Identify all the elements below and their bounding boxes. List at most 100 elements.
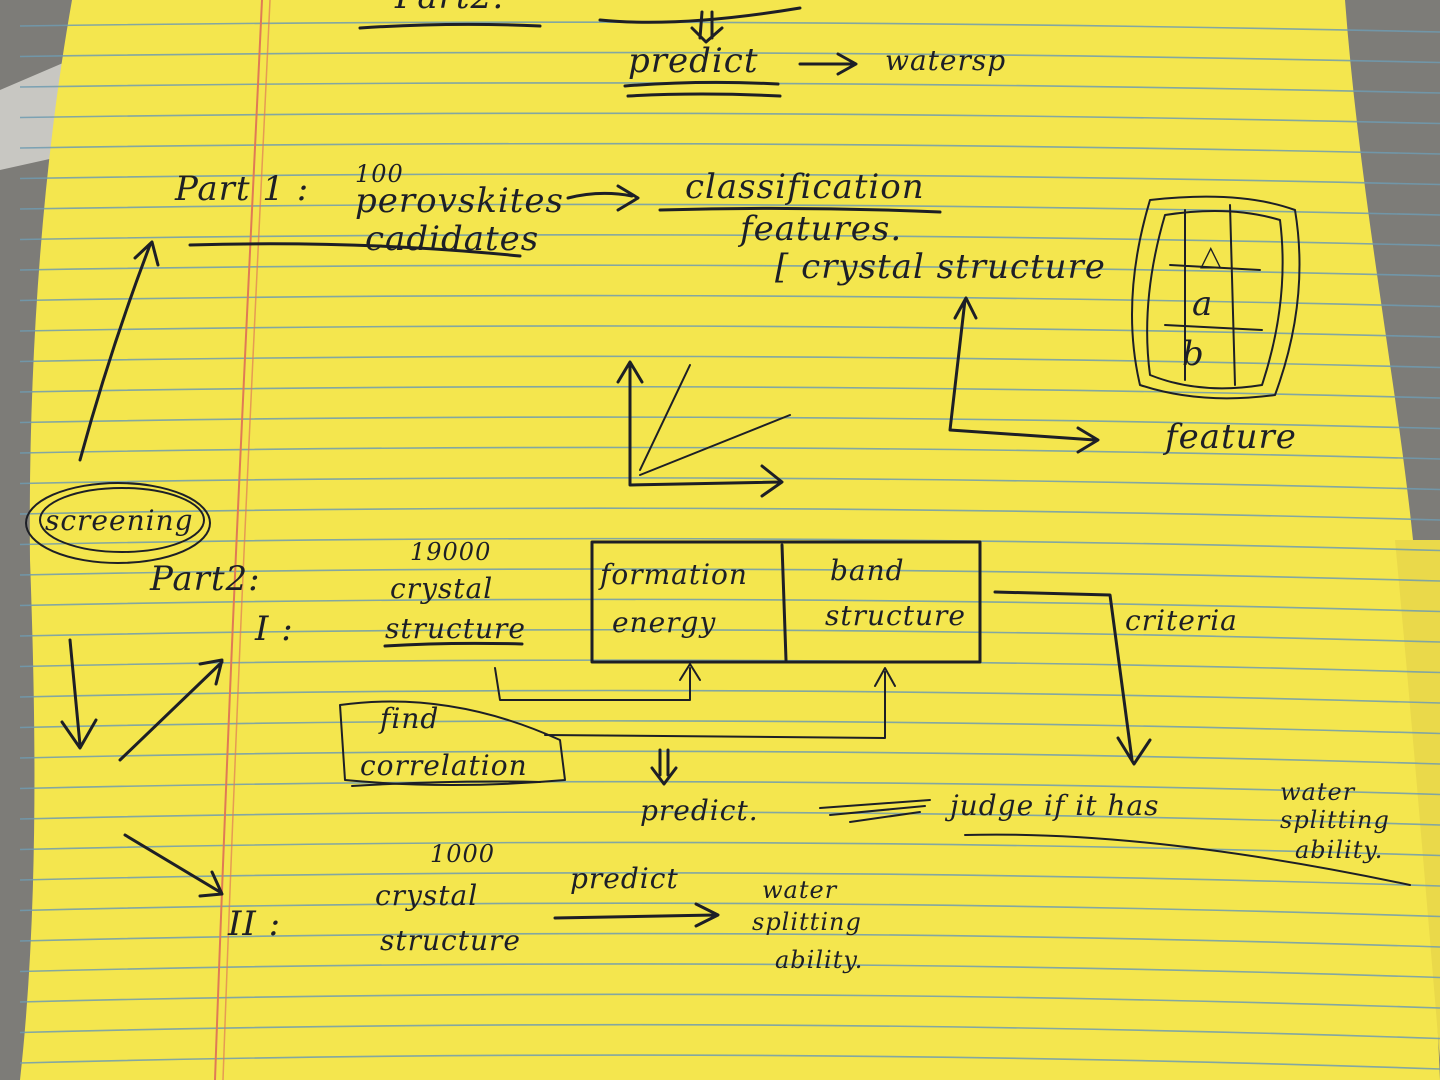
part3-structure: structure <box>380 924 521 957</box>
up-arrow-icon <box>78 240 160 462</box>
top-partial-label: Part2: <box>394 0 506 17</box>
axes-sketch-1 <box>616 360 784 498</box>
top-bracket <box>598 6 802 24</box>
formation-connector <box>494 663 701 701</box>
part2-predict: predict. <box>640 794 759 827</box>
crystal-cell-sketch: △ a b <box>1131 195 1301 400</box>
formation-label: formation <box>598 558 748 591</box>
part2-crystal: crystal <box>390 572 493 605</box>
right-arrow-icon <box>798 52 858 76</box>
cell-b-label: b <box>1182 334 1205 374</box>
classification-underline <box>658 206 942 214</box>
paper-edge-stack <box>1395 540 1440 1060</box>
criteria-label: criteria <box>1125 604 1238 637</box>
axes-sketch-2 <box>948 296 1100 454</box>
band-connector <box>544 667 896 739</box>
part3-ability: ability. <box>775 946 863 974</box>
rule-line <box>19 598 1440 613</box>
roman1-label: I : <box>254 609 294 649</box>
judge-label: judge if it has <box>944 789 1159 822</box>
rule-line <box>19 51 1440 64</box>
scribble <box>819 799 931 823</box>
part3-predict: predict <box>570 862 679 895</box>
rule-line <box>19 477 1440 491</box>
feature-axis-label: feature <box>1162 417 1297 457</box>
rule-line <box>19 355 1440 369</box>
rule-line <box>19 234 1440 247</box>
rule-line <box>19 1054 1440 1070</box>
part1-line2: cadidates <box>365 219 539 259</box>
diag-arrow-icon <box>118 658 224 762</box>
part1-line1: perovskites <box>355 181 564 221</box>
rule-line <box>19 537 1440 552</box>
rule-line <box>19 446 1440 460</box>
correlation-label: correlation <box>360 749 528 782</box>
rule-line <box>19 173 1440 186</box>
rule-line <box>19 811 1440 826</box>
down-arrow-icon <box>690 10 724 44</box>
rule-line <box>19 841 1440 857</box>
screening-label: screening <box>45 504 194 537</box>
rule-line <box>19 780 1440 796</box>
axes-sketch-1-lines <box>639 364 791 476</box>
rule-line <box>19 750 1440 765</box>
part2-water: water <box>1280 778 1356 806</box>
part2-count: 19000 <box>410 538 491 566</box>
margin-line-2 <box>222 0 271 1080</box>
rule-line <box>19 628 1440 643</box>
rule-line <box>19 932 1440 948</box>
top-target: watersp <box>885 44 1006 77</box>
judge-underline <box>964 833 1411 886</box>
part3-arrow-icon <box>553 902 720 928</box>
property-box-divider <box>780 543 788 662</box>
rule-line <box>19 112 1440 125</box>
rule-line <box>19 507 1440 521</box>
rule-line <box>19 993 1440 1009</box>
rule-line <box>19 142 1440 155</box>
crystal-structure-label: [ crystal structure <box>775 247 1106 287</box>
part1-arrow-icon <box>566 184 640 212</box>
rule-line <box>19 568 1440 582</box>
top-predict-underline <box>623 80 782 98</box>
part3-splitting: splitting <box>752 908 862 936</box>
cell-a-label: a <box>1192 284 1213 324</box>
rule-line <box>19 21 1440 33</box>
part2-splitting: splitting <box>1280 806 1390 834</box>
rule-line <box>19 659 1440 674</box>
predict-down-arrow-icon <box>650 748 678 786</box>
part2-structure-underline <box>383 641 524 648</box>
top-predict: predict <box>628 41 758 81</box>
criteria-arrow <box>993 590 1152 766</box>
rule-line <box>19 963 1440 979</box>
correlation-underline <box>351 780 541 787</box>
property-box <box>590 540 982 664</box>
part1-count: 100 <box>355 160 404 188</box>
rule-line <box>19 294 1440 308</box>
energy-label: energy <box>612 606 716 639</box>
part3-crystal: crystal <box>375 879 478 912</box>
part1-label: Part 1 : <box>174 169 309 209</box>
part3-count: 1000 <box>430 840 495 868</box>
part2-structure: structure <box>385 612 526 645</box>
rule-line <box>19 385 1440 399</box>
rule-line <box>19 1023 1440 1040</box>
part3-water: water <box>762 876 838 904</box>
rule-line <box>19 416 1440 430</box>
paper-sheet <box>20 0 1440 1080</box>
margin-line <box>214 0 263 1080</box>
rule-line <box>19 871 1440 887</box>
down-arrow-left-icon <box>60 638 98 750</box>
band-label: band <box>830 554 905 587</box>
screening-bubble-2 <box>39 487 205 553</box>
find-label: find <box>378 702 439 735</box>
part1-underline <box>188 242 522 258</box>
roman2-label: II : <box>227 904 281 944</box>
classification-label: classification <box>685 167 925 207</box>
rule-line <box>19 325 1440 338</box>
part2-label: Part2: <box>149 559 261 599</box>
top-underline <box>358 22 542 30</box>
rule-line <box>19 264 1440 277</box>
cell-top-glyph: △ <box>1200 239 1223 272</box>
